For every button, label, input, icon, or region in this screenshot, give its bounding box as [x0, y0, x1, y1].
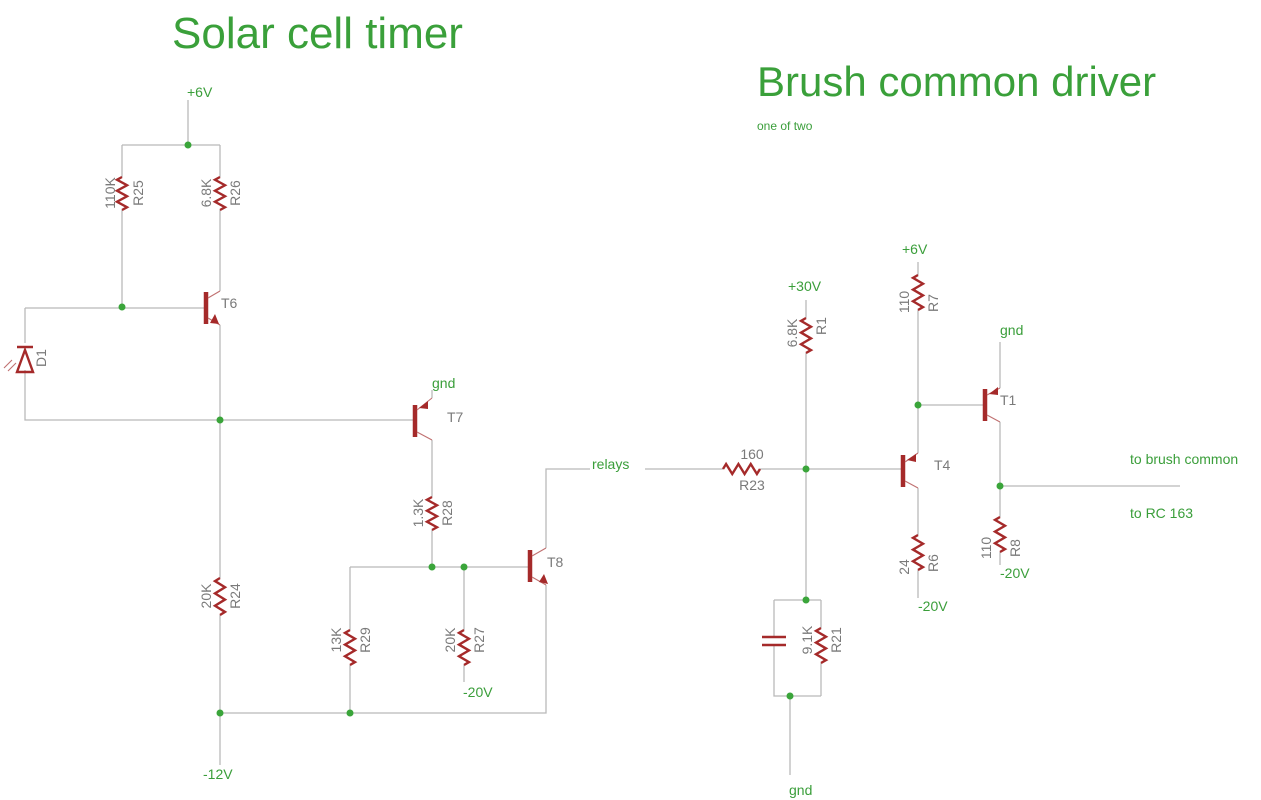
transistor-t1: T1: [982, 387, 1017, 423]
net-gnd-t1: gnd: [1000, 322, 1023, 338]
resistor-r21: [813, 626, 829, 665]
net-plus-30v: +30V: [788, 278, 822, 294]
resistor-r6: [910, 533, 926, 572]
r24-name: R24: [227, 583, 243, 609]
resistor-r8: [992, 515, 1008, 554]
r29-name: R29: [357, 627, 373, 653]
note-one-of-two: one of two: [757, 119, 813, 133]
title-brush-common-driver: Brush common driver: [757, 58, 1156, 105]
transistor-t6: T6: [203, 290, 238, 326]
r7-value: 110: [896, 291, 912, 314]
resistor-r1: [798, 316, 814, 355]
net-to-rc-163: to RC 163: [1130, 505, 1193, 521]
t8-name: T8: [547, 554, 564, 570]
net-minus-12v: -12V: [203, 766, 233, 782]
capacitor: [762, 635, 786, 647]
r6-name: R6: [925, 554, 941, 572]
r21-name: R21: [828, 627, 844, 653]
d1-name: D1: [33, 349, 49, 367]
net-minus-20v-r6: -20V: [918, 598, 948, 614]
r8-value: 110: [978, 537, 994, 560]
resistor-r25: [114, 175, 130, 212]
wires-right: [760, 262, 1180, 775]
junction-dots-left: [118, 141, 468, 717]
transistor-t8: T8: [527, 547, 564, 586]
r27-value: 20K: [442, 627, 458, 653]
resistor-r24: [212, 576, 228, 617]
t7-name: T7: [447, 409, 464, 425]
r8-name: R8: [1007, 539, 1023, 557]
net-to-brush-common: to brush common: [1130, 451, 1238, 467]
r21-value: 9.1K: [799, 625, 815, 654]
r26-value: 6.8K: [198, 178, 214, 207]
title-solar-cell-timer: Solar cell timer: [172, 9, 463, 58]
wires-left: [24, 100, 723, 765]
r29-value: 13K: [328, 627, 344, 653]
net-relays: relays: [592, 456, 629, 472]
resistor-r27: [456, 628, 472, 667]
resistor-r29: [342, 628, 358, 667]
r27-name: R27: [471, 627, 487, 653]
t6-name: T6: [221, 295, 238, 311]
r24-value: 20K: [198, 583, 214, 609]
photodiode-d1: D1: [3, 345, 49, 374]
r28-name: R28: [439, 500, 455, 526]
resistor-r23: [721, 461, 762, 477]
t4-name: T4: [934, 457, 951, 473]
net-plus-6v-left: +6V: [187, 84, 213, 100]
net-plus-6v-right: +6V: [902, 241, 928, 257]
r6-value: 24: [896, 559, 912, 575]
r25-value: 110K: [102, 177, 118, 209]
r1-name: R1: [813, 317, 829, 335]
resistor-r7: [910, 273, 926, 312]
t1-name: T1: [1000, 392, 1017, 408]
transistor-t4: T4: [900, 452, 951, 489]
net-gnd-t7: gnd: [432, 375, 455, 391]
resistor-r26: [212, 175, 228, 212]
resistor-r28: [424, 495, 440, 532]
r23-value: 160: [740, 446, 764, 462]
transistor-t7: T7: [412, 397, 464, 441]
net-minus-20v-r8: -20V: [1000, 565, 1030, 581]
junction-dots-right: [786, 401, 1004, 700]
r25-name: R25: [130, 180, 146, 206]
r1-value: 6.8K: [784, 318, 800, 347]
r26-name: R26: [227, 180, 243, 206]
r7-name: R7: [925, 294, 941, 312]
r28-value: 1.3K: [410, 498, 426, 527]
net-minus-20v-r27: -20V: [463, 684, 493, 700]
r23-name: R23: [739, 477, 765, 493]
net-gnd-bottom: gnd: [789, 782, 812, 798]
